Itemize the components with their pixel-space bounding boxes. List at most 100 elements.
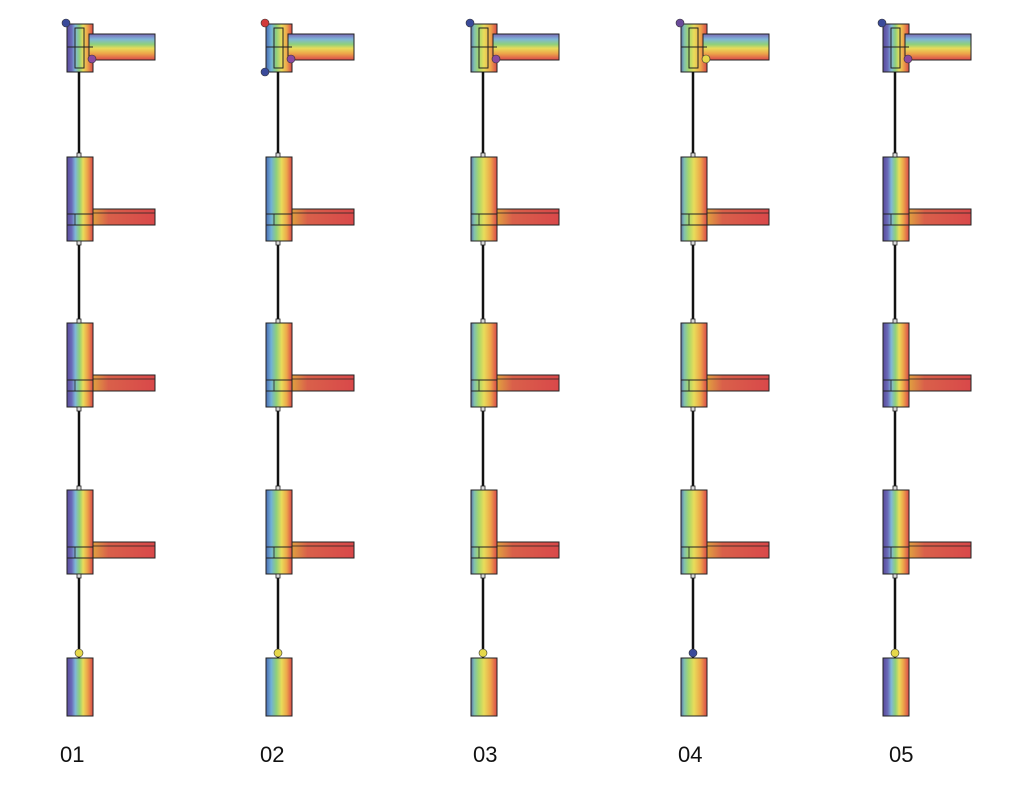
floor-section-3 [882,485,972,579]
slab-joint [265,213,293,226]
bottom-bracket [892,240,898,246]
top-bracket [275,318,281,324]
top-marker [61,18,71,28]
roof-cantilever [287,33,355,61]
top-marker [260,18,270,28]
slab-joint [882,379,910,392]
top-bracket [480,485,486,491]
floor-slab [908,374,972,392]
bottom-bracket [690,406,696,412]
slab-joint [470,546,498,559]
roof-end-marker [87,54,97,64]
floor-slab [908,208,972,226]
top-bracket [690,485,696,491]
floor-slab [92,374,156,392]
floor-wall [680,156,708,242]
top-bracket [892,485,898,491]
roof-cantilever [88,33,156,61]
floor-section-1 [680,152,770,246]
bottom-bracket [892,406,898,412]
top-bracket [690,318,696,324]
slab-joint [470,213,498,226]
floor-section-1 [882,152,972,246]
slab-joint [470,379,498,392]
floor-section-1 [265,152,355,246]
top-bracket [690,152,696,158]
roof-end-marker [701,54,711,64]
slab-joint [680,379,708,392]
floor-section-2 [680,318,770,412]
column-label-04: 04 [678,742,703,767]
floor-section-1 [66,152,156,246]
top-marker [877,18,887,28]
column-label-05: 05 [889,742,914,767]
floor-wall [680,322,708,408]
bottom-bracket [480,573,486,579]
floor-section-1 [470,152,560,246]
slab-joint [882,213,910,226]
section-column-03 [465,18,560,717]
bottom-bracket [275,240,281,246]
roof-insert [74,27,85,69]
top-bracket [275,152,281,158]
floor-wall [66,489,94,575]
roof-insert [688,27,699,69]
bottom-bracket [76,406,82,412]
floor-section-2 [882,318,972,412]
extra-marker [260,67,270,77]
base-block [882,657,910,717]
floor-wall [265,322,293,408]
floor-section-2 [66,318,156,412]
floor-wall [265,489,293,575]
column-label-01: 01 [60,742,85,767]
base-marker [273,648,283,658]
floor-wall [470,322,498,408]
floor-slab [92,208,156,226]
floor-wall [66,156,94,242]
slab-joint [265,379,293,392]
top-bracket [76,485,82,491]
floor-slab [92,541,156,559]
base-marker [74,648,84,658]
floor-wall [265,156,293,242]
floor-section-3 [66,485,156,579]
roof-end-marker [491,54,501,64]
bottom-bracket [275,573,281,579]
floor-wall [470,489,498,575]
top-marker [675,18,685,28]
base-block [265,657,293,717]
bottom-bracket [690,240,696,246]
base-block [680,657,708,717]
slab-joint [66,546,94,559]
top-marker [465,18,475,28]
slab-joint [680,213,708,226]
floor-wall [882,322,910,408]
floor-wall [882,489,910,575]
section-column-05 [877,18,972,717]
column-label-03: 03 [473,742,498,767]
roof-insert [890,27,901,69]
floor-slab [908,541,972,559]
slab-joint [66,213,94,226]
roof-end-marker [903,54,913,64]
base-marker [688,648,698,658]
floor-slab [706,374,770,392]
slab-joint [882,546,910,559]
top-bracket [480,152,486,158]
floor-slab [291,374,355,392]
top-bracket [76,152,82,158]
section-column-02 [260,18,355,717]
floor-wall [66,322,94,408]
bottom-bracket [76,240,82,246]
bottom-bracket [275,406,281,412]
bottom-bracket [892,573,898,579]
floor-section-2 [470,318,560,412]
floor-wall [470,156,498,242]
floor-section-3 [680,485,770,579]
top-bracket [76,318,82,324]
floor-slab [496,541,560,559]
roof-cantilever [492,33,560,61]
section-column-01 [61,18,156,717]
floor-slab [706,541,770,559]
